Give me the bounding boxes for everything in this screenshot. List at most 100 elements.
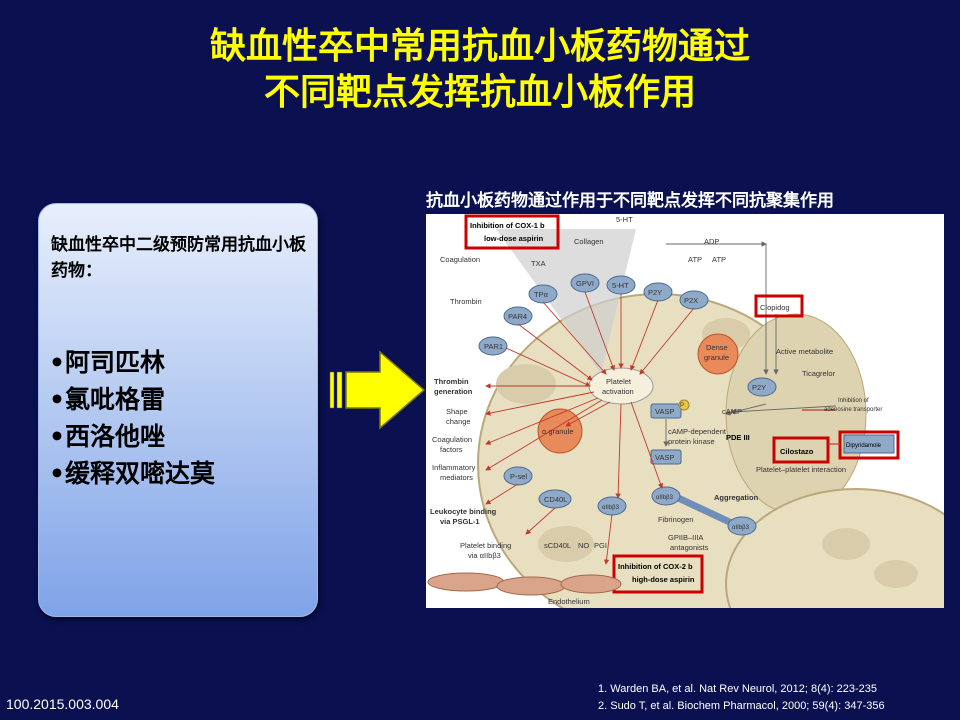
thrombin-label: Thrombin (450, 297, 482, 306)
5ht-label: 5-HT (616, 215, 633, 224)
activation-label-a: Platelet (606, 377, 632, 386)
inflam-label-a: Inflammatory (432, 463, 476, 472)
gpiib-label-a: GPIIB–IIIA (668, 533, 703, 542)
alpha-granule (537, 408, 583, 454)
slide-title: 缺血性卒中常用抗血小板药物通过 不同靶点发挥抗血小板作用 (0, 24, 960, 116)
cox1-label-b: low-dose aspirin (484, 234, 544, 243)
figure-title: 抗血小板药物通过作用于不同靶点发挥不同抗聚集作用 (426, 191, 834, 211)
fibrinogen-label: Fibrinogen (658, 515, 693, 524)
drug-dipyridamole: •缓释双嘧达莫 (49, 459, 215, 488)
cox2-label-a: Inhibition of COX-2 b (618, 562, 693, 571)
adenosine-label-a: Inhibition of (838, 398, 869, 404)
vesicle (538, 526, 594, 562)
shadow-cone (496, 229, 636, 374)
p2y1-label: P2Y (648, 288, 662, 297)
thrombin-gen-label-a: Thrombin (434, 377, 469, 386)
dense-granule (697, 333, 739, 375)
dense-label-b: granule (704, 353, 729, 362)
par4-label: PAR4 (508, 312, 527, 321)
coag-factors-label-b: factors (440, 445, 463, 454)
par1-receptor (478, 336, 508, 356)
vesicle (874, 560, 918, 588)
drug-list-box: 缺血性卒中二级预防常用抗血小板药物： •阿司匹林 •氯吡格雷 •西洛他唑 •缓释… (38, 203, 318, 617)
platelet-inner (725, 313, 867, 515)
vesicle (822, 528, 870, 560)
pbind-label-a: Platelet binding (460, 541, 511, 550)
active-metabolite-label: Active metabolite (776, 347, 833, 356)
fibrinogen-bridge (672, 492, 740, 530)
par1-label: PAR1 (484, 342, 503, 351)
inflam-label-b: mediators (440, 473, 473, 482)
cox1-label-a: Inhibition of COX-1 b (470, 221, 545, 230)
p2y12-receptor (747, 377, 777, 397)
camp-kinase-label-b: protein kinase (668, 437, 715, 446)
aspirin-cox2-box (612, 554, 704, 594)
aiib3-receptor-2 (651, 486, 681, 506)
reference-1: 1. Warden BA, et al. Nat Rev Neurol, 201… (598, 683, 878, 695)
vasp-label: VASP (655, 407, 674, 416)
thrombin-gen-label-b: generation (434, 387, 473, 396)
phosphate-label: P (680, 403, 684, 409)
atp-label-2: ATP (712, 255, 726, 264)
adp-label: ADP (704, 237, 719, 246)
pgi2-label: PGI (594, 541, 607, 550)
leuko-label-b: via PSGL-1 (440, 517, 480, 526)
scd40l-label: sCD40L (544, 541, 571, 550)
clopidogrel-label: Clopidog (760, 303, 790, 312)
atp-label: ATP (688, 255, 702, 264)
endothelial-cell (427, 572, 505, 592)
shape-label-b: change (446, 417, 471, 426)
aiib3-label-2: αIIbβ3 (656, 495, 674, 501)
cox2-label-b: high-dose aspirin (632, 575, 695, 584)
shape-label-a: Shape (446, 407, 468, 416)
adenosine-label-b: adenosine transporter (824, 407, 882, 413)
tpa-label: TPα (534, 290, 549, 299)
right-arrow-icon (329, 350, 426, 430)
reference-2: 2. Sudo T, et al. Biochem Pharmacol, 200… (598, 700, 885, 712)
pbind-label-b: via αIIbβ3 (468, 551, 501, 560)
ticagrelor-label: Ticagrelor (802, 369, 836, 378)
leuko-label-a: Leukocyte binding (430, 507, 497, 516)
dipyridamole-box (838, 430, 900, 460)
endothelial-cell (496, 576, 566, 596)
gpiib-label-b: antagonists (670, 543, 709, 552)
vasp-label-2: VASP (655, 453, 674, 462)
vesicle (496, 364, 556, 404)
drug-clopidogrel: •氯吡格雷 (49, 385, 165, 414)
cilostazol-label: Cilostazo (780, 447, 814, 456)
drug-aspirin: •阿司匹林 (49, 348, 165, 377)
no-label: NO (578, 541, 589, 550)
collagen-label: Collagen (574, 237, 604, 246)
coag-factors-label-a: Coagulation (432, 435, 472, 444)
aspirin-cox1-box (464, 214, 560, 250)
coagulation-label: Coagulation (440, 255, 480, 264)
pp-interaction-label: Platelet–platelet interaction (756, 465, 846, 474)
vasp-box (650, 403, 682, 419)
endothelium-label: Endothelium (548, 597, 590, 606)
box-heading: 缺血性卒中二级预防常用抗血小板药物： (51, 235, 306, 281)
mechanism-diagram: Inhibition of COX-1 b low-dose aspirin 5… (426, 214, 944, 608)
cilostazol-box (772, 436, 830, 464)
cd40l-label: CD40L (544, 495, 567, 504)
p2x1-label: P2X (684, 296, 698, 305)
endothelial-cell (560, 574, 622, 594)
dense-label-a: Dense (706, 343, 728, 352)
camp-label: cAMP (722, 407, 742, 416)
p2x1-receptor (679, 290, 709, 310)
aggregation-label: Aggregation (714, 493, 759, 502)
phosphate-icon (678, 399, 690, 411)
alpha-granule-label: α granule (542, 427, 573, 436)
par4-receptor (503, 306, 533, 326)
activation-label-b: activation (602, 387, 634, 396)
txa2-label: TXA (531, 259, 546, 268)
activation-node (588, 367, 654, 405)
aiib3-label-3: αIIbβ3 (732, 525, 750, 531)
title-line-1: 缺血性卒中常用抗血小板药物通过 (209, 26, 750, 67)
tpa-receptor (528, 284, 558, 304)
aiib3-receptor-3 (727, 516, 757, 536)
camp-kinase-label-a: cAMP-dependent (668, 427, 727, 436)
drug-cilostazol: •西洛他唑 (49, 422, 165, 451)
psel-receptor (503, 466, 533, 486)
5ht2a-label: 5-HT (612, 281, 629, 290)
psel-label: P-sel (510, 472, 527, 481)
